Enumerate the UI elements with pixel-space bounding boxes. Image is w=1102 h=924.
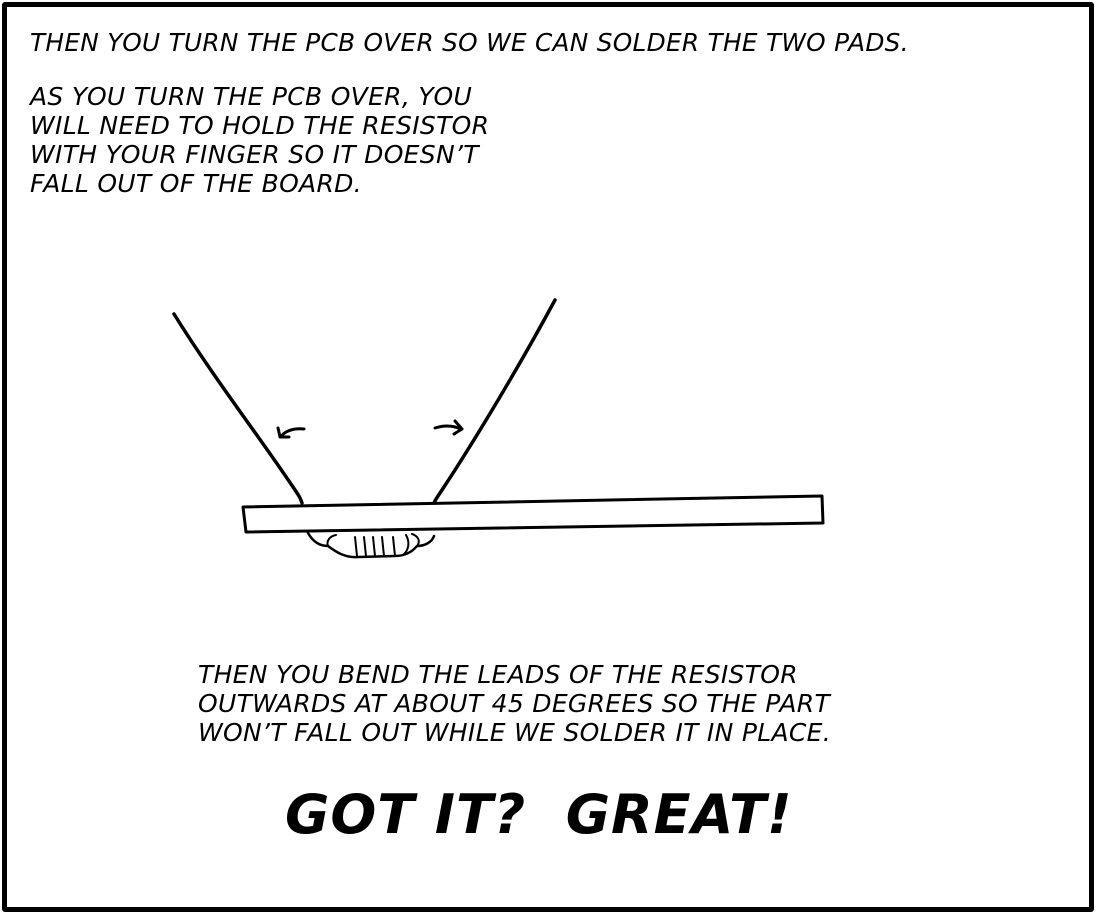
comic-panel [2, 2, 1094, 912]
caption-hold-line: WITH YOUR FINGER SO IT DOESN’T [30, 140, 479, 169]
right-resistor-lead [432, 298, 557, 505]
caption-turn-pcb: THEN YOU TURN THE PCB OVER SO WE CAN SOL… [30, 28, 909, 57]
caption-bend-line: THEN YOU BEND THE LEADS OF THE RESISTOR [198, 660, 798, 689]
caption-bend-line: WON’T FALL OUT WHILE WE SOLDER IT IN PLA… [198, 718, 831, 747]
pcb-board [241, 494, 825, 534]
caption-got-it: GOT IT? GREAT! [285, 783, 793, 846]
left-resistor-lead [172, 312, 304, 505]
caption-hold-resistor: AS YOU TURN THE PCB OVER, YOU WILL NEED … [30, 82, 489, 198]
caption-hold-line: AS YOU TURN THE PCB OVER, YOU [30, 82, 473, 111]
caption-bend-leads: THEN YOU BEND THE LEADS OF THE RESISTOR … [198, 660, 831, 747]
resistor-body [306, 531, 436, 559]
caption-bend-line: OUTWARDS AT ABOUT 45 DEGREES SO THE PART [198, 689, 831, 718]
caption-hold-line: WILL NEED TO HOLD THE RESISTOR [30, 111, 490, 140]
curved-arrow-right-icon [433, 419, 464, 436]
curved-arrow-left-icon [276, 426, 306, 439]
caption-hold-line: FALL OUT OF THE BOARD. [30, 169, 362, 198]
